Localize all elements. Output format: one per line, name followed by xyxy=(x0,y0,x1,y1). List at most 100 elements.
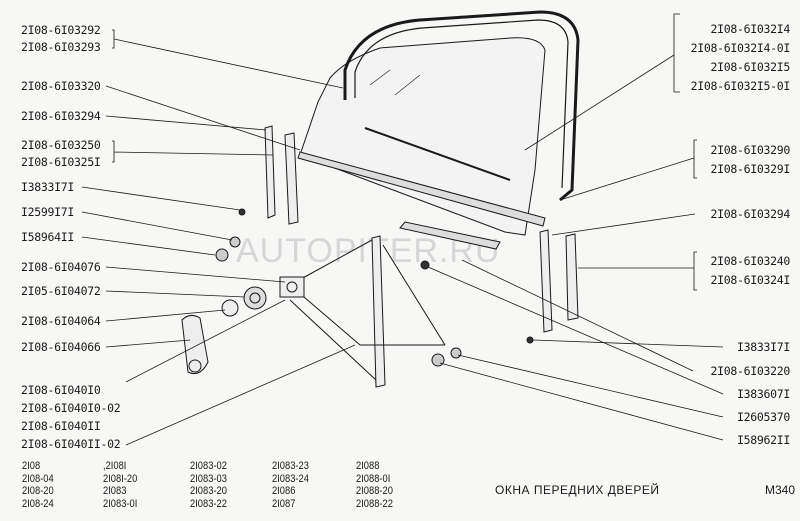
part-label: 2I08-6I04076 xyxy=(21,260,101,274)
model-code: 2I088-20 xyxy=(356,485,393,497)
drive-gear xyxy=(243,286,267,310)
model-code: 2I088-0I xyxy=(356,472,391,485)
part-label: 2I08-6I04064 xyxy=(21,314,101,328)
window-frame-channel-inner xyxy=(354,19,569,189)
part-label: 2I08-6I03294 xyxy=(710,207,791,221)
regulator-cable xyxy=(289,299,377,381)
leader-line xyxy=(105,290,246,298)
model-code: 2I083-20 xyxy=(190,485,227,497)
leader-line xyxy=(551,213,696,236)
part-label-group: 2I08-6I03250 2I08-6I0325I xyxy=(21,138,101,169)
leader-line xyxy=(532,339,724,348)
leader-lines-left xyxy=(81,29,356,446)
part-label: 2I08-6I040I0 xyxy=(21,383,101,397)
model-code: 2I083-24 xyxy=(272,472,309,485)
leader-line xyxy=(427,266,724,395)
rear-runner-bracket xyxy=(284,132,299,225)
glass-reflection-line xyxy=(369,69,391,86)
model-code: 2I086 xyxy=(272,485,296,497)
model-code: 2I08 xyxy=(22,460,41,472)
part-label: 2I08-6I03290 xyxy=(710,143,791,157)
window-crank-handle xyxy=(181,314,209,375)
model-code: ,2I08I xyxy=(103,460,127,472)
part-label: I3833I7I xyxy=(21,180,74,194)
glass-lower-edge xyxy=(364,127,511,181)
door-glass xyxy=(299,37,546,236)
model-code: 2I083-02 xyxy=(190,460,227,472)
outer-seal-strip xyxy=(297,151,546,227)
leader-line xyxy=(81,186,241,211)
window-frame-channel xyxy=(343,10,580,202)
part-label: I2599I7I xyxy=(21,205,74,219)
part-label: I58964II xyxy=(21,230,74,244)
leader-line xyxy=(81,211,233,241)
leader-line xyxy=(105,339,191,348)
screw xyxy=(238,208,246,216)
rear-runner xyxy=(264,125,276,219)
part-label-group: 2I08-6I03290 2I08-6I0329I xyxy=(710,141,791,179)
regulator-drive-housing xyxy=(279,276,305,298)
part-label: I3833I7I xyxy=(737,340,790,354)
screw xyxy=(526,336,534,344)
part-label: 2I08-6I032I5 xyxy=(710,60,791,74)
part-label: I58962II xyxy=(737,433,790,447)
regulator-drive-shaft xyxy=(286,281,298,293)
model-code: 2I08-04 xyxy=(22,472,54,485)
model-list: 2I08 2I08-04 2I08-20 2I08-24 xyxy=(22,460,54,510)
crank-knob xyxy=(188,359,202,373)
part-label: I383607I xyxy=(737,387,790,401)
drive-gear-hub xyxy=(249,292,261,304)
leader-line xyxy=(578,251,697,291)
leader-line xyxy=(559,139,697,201)
part-label-group: 2I08-6I032I4 2I08-6I032I4-0I 2I08-6I032I… xyxy=(690,20,791,96)
model-code: 2I088-22 xyxy=(356,497,393,510)
part-label-group: 2I08-6I040I0 2I08-6I040I0-02 2I08-6I040I… xyxy=(21,381,121,453)
front-runner-bracket xyxy=(565,233,579,321)
part-label-group: 2I08-6I03240 2I08-6I0324I xyxy=(710,252,791,290)
model-code: 2I083-0I xyxy=(103,497,138,510)
model-code: 2I088 xyxy=(356,460,380,472)
leader-line xyxy=(105,115,267,131)
part-label: 2I08-6I0324I xyxy=(710,273,791,287)
part-label: 2I08-6I040II-02 xyxy=(21,437,121,451)
part-label: 2I08-6I03293 xyxy=(21,40,101,54)
model-list: 2I083-02 2I083-03 2I083-20 2I083-22 xyxy=(190,460,227,510)
leader-line xyxy=(105,266,286,283)
leader-line xyxy=(112,140,274,163)
leader-line xyxy=(105,85,301,151)
leader-line xyxy=(125,299,356,446)
part-label: 2I08-6I032I5-0I xyxy=(690,79,791,93)
part-label: 2I08-6I03320 xyxy=(21,79,101,93)
model-code: 2I08-24 xyxy=(22,497,54,510)
screw xyxy=(420,260,430,270)
part-label: 2I08-6I04066 xyxy=(21,340,101,354)
part-label: 2I05-6I04072 xyxy=(21,284,101,298)
regulator-rail xyxy=(371,235,386,388)
part-label: 2I08-6I0329I xyxy=(710,162,791,176)
part-label: 2I08-6I03292 xyxy=(21,23,101,37)
regulator-cable xyxy=(382,244,446,346)
glass-reflection-line xyxy=(394,74,421,96)
leader-line xyxy=(439,362,724,441)
leader-line xyxy=(457,354,724,418)
model-code: 2I083 xyxy=(103,485,127,497)
model-code: 2I08-20 xyxy=(22,485,54,497)
part-label: 2I08-6I03240 xyxy=(710,254,791,268)
washer xyxy=(450,347,462,359)
part-label: I2605370 xyxy=(737,410,790,424)
front-runner xyxy=(539,229,553,333)
model-code: 2I083-22 xyxy=(190,497,227,510)
part-label: 2I08-6I040I0-02 xyxy=(21,401,121,415)
diagram-title: ОКНА ПЕРЕДНИХ ДВЕРЕЙ xyxy=(495,483,660,497)
model-list: ,2I08I 2I08I-20 2I083 2I083-0I xyxy=(103,460,137,510)
part-label: 2I08-6I032I4 xyxy=(710,22,791,36)
part-label: 2I08-6I03250 xyxy=(21,138,101,152)
model-code: 2I08I-20 xyxy=(103,472,138,485)
leader-line xyxy=(105,309,226,322)
part-label: 2I08-6I03220 xyxy=(710,364,791,378)
window-regulator xyxy=(279,235,446,388)
part-label: 2I08-6I040II xyxy=(21,419,101,433)
part-label-group: 2I08-6I03292 2I08-6I03293 xyxy=(21,23,101,54)
part-label: 2I08-6I03294 xyxy=(21,109,101,123)
